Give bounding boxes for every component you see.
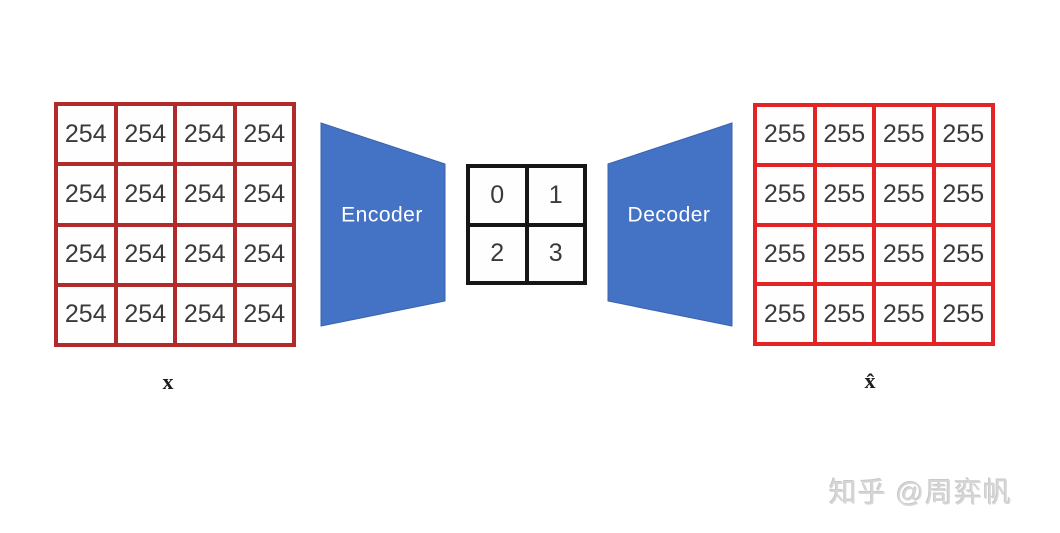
decoder-trapezoid (607, 122, 733, 327)
grid-cell: 254 (56, 284, 116, 345)
grid-cell: 254 (175, 104, 235, 165)
grid-cell: 2 (468, 224, 527, 283)
decoder-label: Decoder (628, 204, 711, 227)
watermark: 知乎 @周弈帆 (829, 477, 1013, 508)
grid-cell: 254 (115, 284, 175, 345)
grid-cell: 254 (234, 104, 294, 165)
grid-cell: 255 (933, 224, 993, 285)
encoder-trapezoid (320, 122, 446, 327)
grid-cell: 254 (56, 224, 116, 285)
grid-cell: 254 (56, 164, 116, 225)
output-grid-label: x̂ (864, 368, 876, 393)
grid-cell: 255 (755, 105, 815, 165)
grid-cell: 255 (933, 284, 993, 344)
grid-cell: 254 (234, 284, 294, 345)
grid-cell: 254 (115, 104, 175, 165)
decoder-shape: Decoder (607, 122, 733, 327)
grid-cell: 255 (755, 224, 815, 285)
grid-cell: 254 (175, 224, 235, 285)
grid-cell: 255 (874, 164, 934, 225)
grid-cell: 255 (874, 105, 934, 165)
grid-cell: 254 (175, 164, 235, 225)
grid-cell: 255 (814, 224, 874, 285)
grid-cell: 255 (933, 105, 993, 165)
grid-cell: 255 (814, 284, 874, 344)
grid-cell: 254 (115, 224, 175, 285)
grid-cell: 255 (814, 105, 874, 165)
grid-cell: 3 (526, 224, 585, 283)
grid-cell: 1 (526, 166, 585, 225)
grid-cell: 254 (234, 224, 294, 285)
grid-cell: 254 (115, 164, 175, 225)
encoder-label: Encoder (341, 204, 423, 227)
grid-cell: 254 (56, 104, 116, 165)
grid-cell: 255 (874, 284, 934, 344)
grid-cell: 254 (175, 284, 235, 345)
grid-cell: 254 (234, 164, 294, 225)
grid-cell: 255 (755, 164, 815, 225)
grid-cell: 255 (814, 164, 874, 225)
grid-cell: 0 (468, 166, 527, 225)
input-grid-label: x (162, 369, 174, 394)
grid-cell: 255 (874, 224, 934, 285)
grid-cell: 255 (933, 164, 993, 225)
grid-cell: 255 (755, 284, 815, 344)
encoder-shape: Encoder (320, 122, 446, 327)
